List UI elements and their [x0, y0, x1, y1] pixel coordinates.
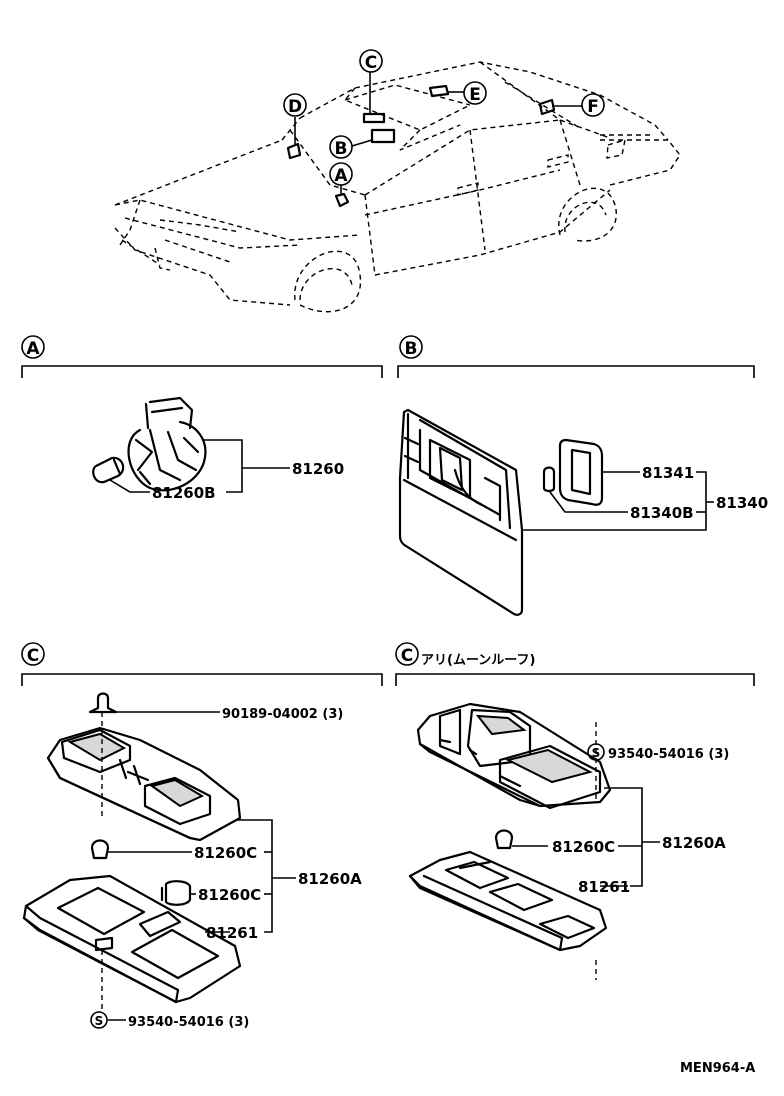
- bulb-81260c-festoon: [160, 880, 192, 906]
- part-93540-54016-moonroof: 93540-54016 (3): [608, 747, 729, 762]
- svg-text:C: C: [365, 53, 377, 73]
- callout-f: F: [581, 93, 605, 117]
- part-81260a: 81260A: [298, 870, 362, 888]
- svg-text:S: S: [95, 1014, 104, 1028]
- bulb-81340b: [542, 466, 556, 493]
- svg-text:F: F: [587, 97, 599, 117]
- callout-c: C: [359, 49, 383, 73]
- part-81340: 81340: [716, 494, 768, 512]
- svg-text:B: B: [405, 339, 418, 359]
- svg-text:S: S: [592, 746, 601, 760]
- moonroof-lamp-housing: [416, 702, 612, 810]
- car-illustration: [114, 61, 681, 313]
- part-81260: 81260: [292, 460, 344, 478]
- vanity-lamp-housing: [398, 408, 524, 616]
- part-90189-04002: 90189-04002 (3): [222, 707, 343, 722]
- svg-text:D: D: [288, 97, 302, 117]
- section-b: B 81341 81340: [397, 335, 768, 616]
- part-81341: 81341: [642, 464, 694, 482]
- part-81260b: 81260B: [152, 484, 216, 502]
- callout-a: A: [329, 162, 353, 186]
- lamp-socket-81260: [127, 396, 207, 492]
- svg-text:B: B: [335, 139, 348, 159]
- svg-text:A: A: [334, 166, 348, 186]
- section-c-moonroof-note: アリ(ムーンルーフ): [421, 653, 535, 668]
- part-93540-54016: 93540-54016 (3): [128, 1015, 249, 1030]
- callout-e: E: [463, 81, 487, 105]
- part-81261-moonroof: 81261: [578, 878, 630, 896]
- part-81340b: 81340B: [630, 504, 694, 522]
- bulb-81260c-wedge: [90, 839, 110, 860]
- diagram-code: MEN964-A: [680, 1061, 755, 1076]
- section-a: A 81260 81260B: [21, 335, 383, 502]
- room-lamp-housing: [46, 726, 242, 842]
- section-c-moonroof: C アリ(ムーンルーフ): [395, 642, 755, 980]
- callout-d: D: [283, 93, 307, 117]
- bulb-81260c-moonroof: [494, 829, 514, 850]
- part-81260c-2: 81260C: [198, 886, 261, 904]
- callout-b: B: [329, 135, 353, 159]
- svg-text:E: E: [469, 85, 481, 105]
- lens-81261-moonroof: [408, 850, 608, 952]
- part-81260a-moonroof: 81260A: [662, 834, 726, 852]
- part-81261: 81261: [206, 924, 258, 942]
- clip-90189: [88, 692, 118, 714]
- svg-text:C: C: [27, 646, 39, 666]
- svg-text:C: C: [401, 646, 413, 666]
- section-c-standard: C: [21, 642, 383, 1030]
- svg-text:A: A: [26, 339, 40, 359]
- lens-81341: [558, 438, 604, 506]
- part-81260c-moonroof: 81260C: [552, 838, 615, 856]
- lens-81261: [22, 874, 242, 1004]
- bulb-81260b: [92, 456, 125, 484]
- part-81260c-1: 81260C: [194, 844, 257, 862]
